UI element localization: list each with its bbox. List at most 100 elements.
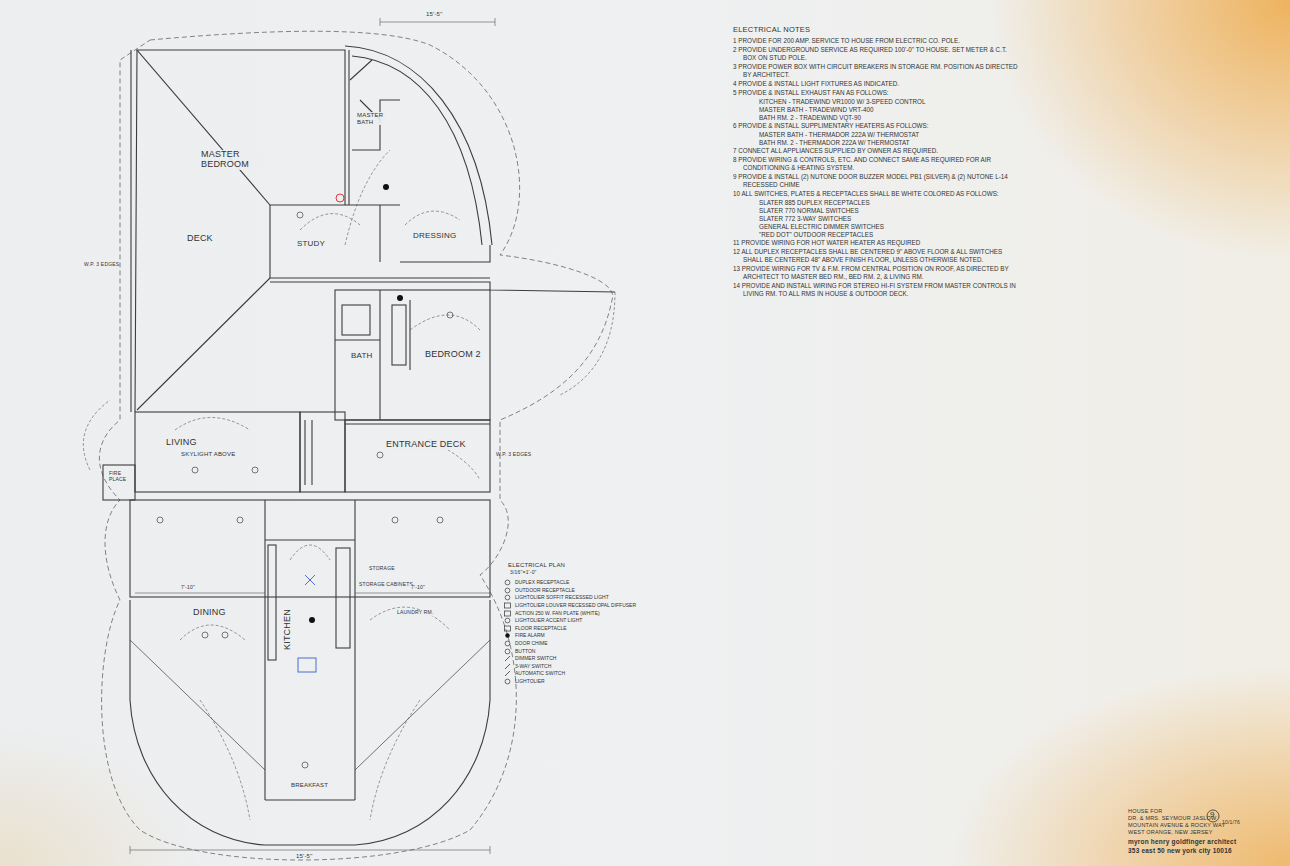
note-text: 5 PROVIDE & INSTALL EXHAUST FAN AS FOLLO… bbox=[733, 89, 1018, 97]
notes-heading: ELECTRICAL NOTES bbox=[733, 26, 810, 34]
note-item: SLATER 885 DUPLEX RECEPTACLES bbox=[733, 199, 1018, 207]
legend-symbol bbox=[503, 617, 512, 624]
electrical-notes: 1 PROVIDE FOR 200 AMP. SERVICE TO HOUSE … bbox=[733, 37, 1018, 299]
plan-line bbox=[200, 700, 250, 820]
note-label: W.P. 3 EDGES bbox=[84, 262, 119, 268]
legend-text: FIRE ALARM bbox=[515, 632, 545, 639]
legend-row: LIGHTOLIER ACCENT LIGHT bbox=[503, 617, 636, 625]
note-text: 3 PROVIDE POWER BOX WITH CIRCUIT BREAKER… bbox=[733, 63, 1018, 79]
plan-line bbox=[447, 312, 453, 318]
walls bbox=[103, 46, 615, 845]
room-label: LAUNDRY RM. bbox=[396, 610, 434, 616]
legend-row: LIGHTOLIER LOUVER RECESSED OPAL DIFFUSER bbox=[503, 602, 636, 610]
plan-line bbox=[335, 290, 490, 420]
plan-line bbox=[297, 212, 303, 218]
plan-line bbox=[270, 50, 490, 278]
legend-row: BUTTON bbox=[503, 647, 636, 655]
legend-row: LIGHTOLIER SOFFIT RECESSED LIGHT bbox=[503, 594, 636, 602]
note-text: 9 PROVIDE & INSTALL (2) NUTONE DOOR BUZZ… bbox=[733, 173, 1018, 189]
legend-text: DUPLEX RECEPTACLE bbox=[515, 579, 569, 586]
dimension-lines bbox=[130, 18, 495, 854]
legend-symbol-shape bbox=[505, 626, 511, 631]
note-text: 2 PROVIDE UNDERGROUND SERVICE AS REQUIRE… bbox=[733, 46, 1018, 62]
note-text: 1 PROVIDE FOR 200 AMP. SERVICE TO HOUSE … bbox=[733, 37, 1018, 45]
plan-line bbox=[131, 50, 270, 412]
legend-symbol bbox=[503, 579, 512, 586]
architect-address: 353 east 50 new york city 10016 bbox=[1128, 847, 1232, 854]
legend-symbol-shape bbox=[505, 641, 510, 646]
legend-symbol bbox=[503, 632, 512, 639]
legend-text: BUTTON bbox=[515, 648, 535, 655]
plan-line bbox=[342, 305, 370, 335]
plan-line bbox=[300, 214, 360, 230]
legend-symbol-shape bbox=[505, 588, 510, 593]
plan-line bbox=[437, 517, 443, 523]
legend-symbol bbox=[503, 610, 512, 617]
legend-row: OUTDOOR RECEPTACLE bbox=[503, 587, 636, 595]
room-label: FIRE PLACE bbox=[108, 471, 132, 482]
legend-row: AUTOMATIC SWITCH bbox=[503, 670, 636, 678]
note-item: SLATER 770 NORMAL SWITCHES bbox=[733, 207, 1018, 215]
plan-line bbox=[392, 517, 398, 523]
room-label: ENTRANCE DECK bbox=[385, 440, 467, 450]
plan-line bbox=[336, 548, 350, 648]
title-block: WEST ORANGE, NEW JERSEY bbox=[1128, 829, 1213, 835]
legend-row: LIGHTOLIER bbox=[503, 678, 636, 686]
legend-row: 3-WAY SWITCH bbox=[503, 663, 636, 671]
dimension: 15'-5" bbox=[426, 11, 442, 18]
legend-row: DIMMER SWITCH bbox=[503, 655, 636, 663]
plan-line bbox=[345, 46, 492, 245]
note-item: BATH RM. 2 - THERMADOR 222A W/ THERMOSTA… bbox=[733, 139, 1018, 147]
legend-text: LIGHTOLIER SOFFIT RECESSED LIGHT bbox=[515, 594, 609, 601]
plan-line bbox=[130, 600, 490, 845]
plan-line bbox=[103, 465, 135, 500]
plan-line bbox=[335, 290, 410, 420]
legend-symbol-shape bbox=[505, 603, 511, 608]
plan-line bbox=[350, 60, 400, 150]
architect-name: myron henry goldfinger architect bbox=[1128, 838, 1236, 845]
plan-line bbox=[383, 184, 389, 190]
legend: DUPLEX RECEPTACLEOUTDOOR RECEPTACLELIGHT… bbox=[503, 579, 636, 685]
legend-symbol-shape bbox=[505, 656, 510, 661]
title-block: MOUNTAIN AVENUE & ROCKY WAY bbox=[1128, 822, 1225, 828]
plan-line bbox=[130, 640, 490, 770]
legend-symbol bbox=[503, 625, 512, 632]
room-label: DRESSING bbox=[412, 232, 457, 241]
note-text: 11 PROVIDE WIRING FOR HOT WATER HEATER A… bbox=[733, 239, 1018, 247]
legend-text: LIGHTOLIER bbox=[515, 678, 545, 685]
legend-symbol-shape bbox=[505, 671, 510, 676]
legend-text: OUTDOOR RECEPTACLE bbox=[515, 587, 575, 594]
legend-symbol-shape bbox=[505, 596, 510, 601]
legend-symbol bbox=[503, 648, 512, 655]
note-text: 14 PROVIDE AND INSTALL WIRING FOR STEREO… bbox=[733, 282, 1018, 298]
roof-outline bbox=[99, 31, 612, 860]
plan-line bbox=[300, 412, 345, 492]
alarm-dots bbox=[309, 184, 403, 623]
note-text: 13 PROVIDE WIRING FOR TV & F.M. FROM CEN… bbox=[733, 265, 1018, 281]
plan-line bbox=[410, 315, 480, 330]
legend-symbol-shape bbox=[505, 580, 510, 585]
plan-line bbox=[392, 305, 406, 365]
plan-line bbox=[345, 420, 490, 492]
blue-marks bbox=[298, 575, 316, 672]
legend-row: DOOR CHIME bbox=[503, 640, 636, 648]
legend-symbol bbox=[503, 663, 512, 670]
note-item: KITCHEN - TRADEWIND VR1000 W/ 3-SPEED CO… bbox=[733, 98, 1018, 106]
plan-line bbox=[290, 545, 330, 560]
plan-line bbox=[560, 292, 615, 395]
plan-line bbox=[298, 658, 316, 672]
note-text: 6 PROVIDE & INSTALL SUPPLIMENTARY HEATER… bbox=[733, 122, 1018, 130]
plan-line bbox=[180, 625, 245, 640]
plan-line bbox=[130, 846, 490, 854]
plan-line bbox=[305, 575, 315, 585]
note-text: 8 PROVIDE WIRING & CONTROLS, ETC. AND CO… bbox=[733, 156, 1018, 172]
room-label: BREAKFAST bbox=[290, 782, 329, 789]
plan-line bbox=[157, 517, 163, 523]
plan-line bbox=[377, 452, 383, 458]
plan-line bbox=[370, 607, 450, 630]
note-text: 4 PROVIDE & INSTALL LIGHT FIXTURES AS IN… bbox=[733, 80, 1018, 88]
note-item: BATH RM. 2 - TRADEWIND VQT-90 bbox=[733, 114, 1018, 122]
note-label: W.P. 3 EDGES bbox=[496, 452, 531, 458]
room-label: STUDY bbox=[296, 240, 326, 249]
note-text: 12 ALL DUPLEX RECEPTACLES SHALL BE CENTE… bbox=[733, 248, 1018, 264]
